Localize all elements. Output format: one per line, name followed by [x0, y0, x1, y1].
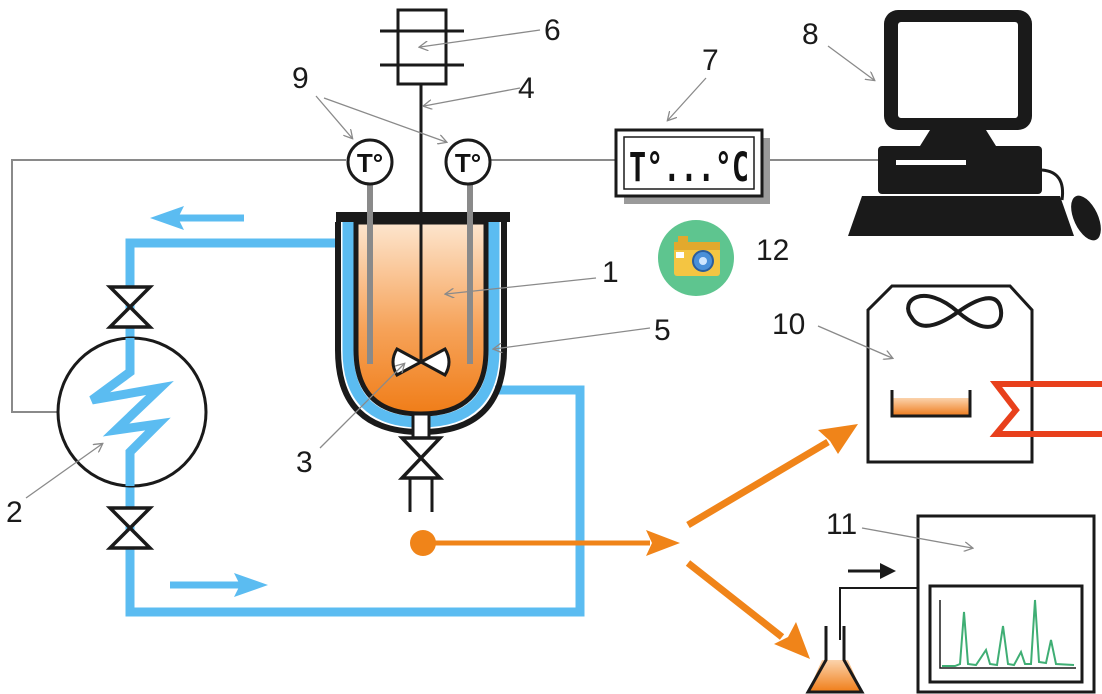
temperature-controller[interactable]: T°...°C	[614, 128, 770, 204]
coolant-flow-arrow-bottom	[170, 573, 268, 597]
drain-valve[interactable]	[397, 436, 445, 480]
camera-icon[interactable]	[658, 220, 734, 296]
gauge-left-label: T°	[357, 148, 383, 178]
valve-lower[interactable]	[105, 506, 155, 550]
valve-upper[interactable]	[105, 285, 155, 329]
label-12: 12	[756, 234, 789, 267]
label-6: 6	[544, 14, 561, 47]
thermometer-probes	[367, 180, 473, 364]
label-3: 3	[296, 446, 313, 479]
stirrer-impeller[interactable]	[391, 347, 451, 377]
oven[interactable]	[866, 284, 1102, 464]
label-4: 4	[518, 72, 535, 105]
sample-beaker[interactable]	[805, 626, 865, 694]
computer[interactable]	[848, 10, 1102, 245]
signal-wires	[11, 159, 878, 413]
chromatograph[interactable]	[839, 514, 1096, 694]
label-2: 2	[6, 496, 23, 529]
label-11: 11	[826, 508, 857, 541]
label-9: 9	[292, 62, 309, 95]
gauge-right-label: T°	[455, 148, 481, 178]
sample-line	[410, 424, 858, 659]
label-8: 8	[802, 18, 819, 51]
label-1: 1	[602, 256, 619, 289]
label-5: 5	[654, 314, 671, 347]
thermometer-gauge-left[interactable]: T°	[346, 138, 394, 186]
thermometer-gauge-right[interactable]: T°	[444, 138, 492, 186]
coolant-flow-arrow-top	[150, 206, 244, 230]
leader-lines	[25, 29, 972, 548]
temperature-display-text: T°...°C	[629, 145, 749, 191]
label-10: 10	[772, 308, 805, 341]
thermostat[interactable]	[56, 336, 208, 488]
label-7: 7	[702, 44, 719, 77]
part-labels: 6 4 9 7 8 12 1 5 3 2 10 11	[6, 14, 857, 541]
chromatogram-trace	[942, 599, 1075, 667]
